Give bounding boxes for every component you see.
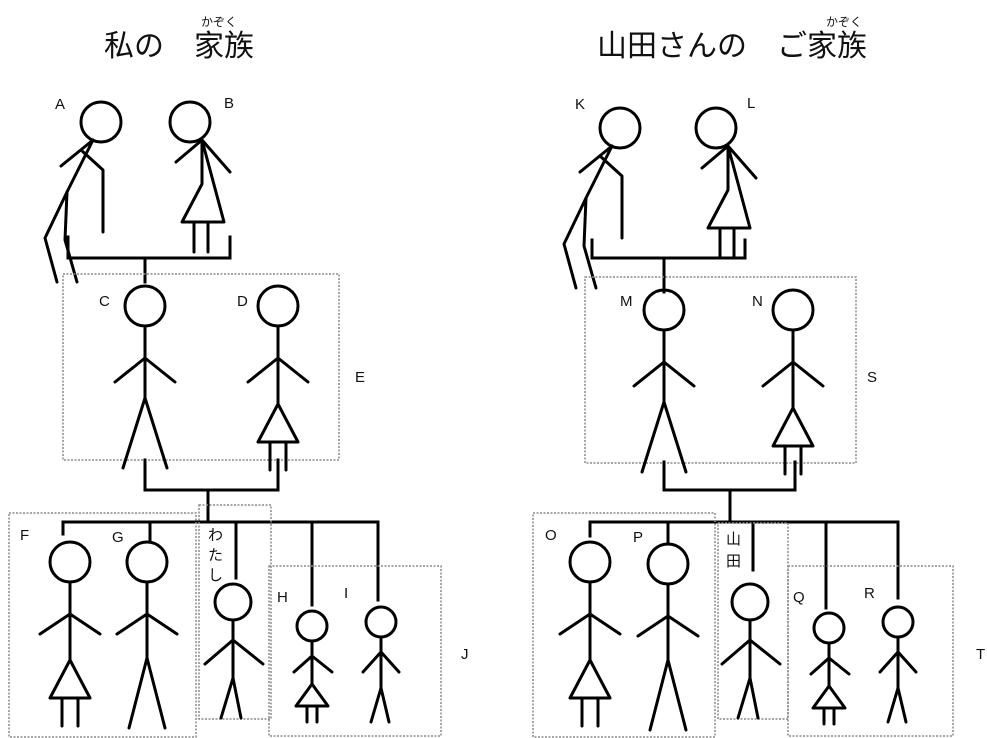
label-D: D <box>237 293 248 310</box>
label-C: C <box>99 293 110 310</box>
connector-grandparents <box>66 235 232 284</box>
right-title: 山田さんの ご家族 <box>597 29 867 64</box>
label-P: P <box>633 529 643 546</box>
group-J-box <box>268 565 442 737</box>
label-Q: Q <box>793 589 805 606</box>
group-E-box <box>62 273 340 461</box>
person-L-grandmother <box>694 106 758 260</box>
group-older-siblings-box-right <box>532 512 716 738</box>
label-I: I <box>344 585 348 602</box>
person-M-father <box>632 288 696 474</box>
left-family: 私の 家族 かぞく A B E C D J F G わ た し H I <box>8 15 469 738</box>
connector-parents-children <box>61 458 380 607</box>
label-R: R <box>864 585 875 602</box>
person-yamada <box>720 582 782 720</box>
svg-text:田: 田 <box>726 552 741 570</box>
person-B-grandmother <box>168 100 232 254</box>
person-A-grandfather <box>43 100 123 284</box>
label-H: H <box>277 589 288 606</box>
connector-grandparents-right <box>590 238 747 294</box>
left-title: 私の 家族 <box>104 29 254 64</box>
person-N-mother <box>761 288 825 476</box>
person-Q-younger-sister <box>809 611 851 726</box>
label-G: G <box>112 529 124 546</box>
group-S-box <box>584 276 857 464</box>
label-E: E <box>355 369 365 386</box>
person-self-watashi <box>203 582 265 720</box>
person-F-sister <box>38 540 102 728</box>
label-J: J <box>461 646 469 663</box>
group-T-box <box>787 565 954 737</box>
connector-parents-children-right <box>588 460 900 610</box>
label-A: A <box>55 96 65 113</box>
right-family: 山田さんの ご家族 かぞく K L S M N T O P 山 田 Q R <box>532 15 985 738</box>
svg-text:し: し <box>208 566 223 584</box>
person-G-brother <box>115 540 179 730</box>
svg-text:山: 山 <box>726 530 741 548</box>
label-O: O <box>545 527 557 544</box>
person-O-sister <box>558 540 622 728</box>
person-R-younger-brother <box>878 605 918 724</box>
label-T: T <box>976 646 985 663</box>
label-B: B <box>224 95 234 112</box>
label-M: M <box>620 293 633 310</box>
person-I-younger-brother <box>361 605 401 724</box>
group-self-box <box>198 504 272 720</box>
person-C-father <box>113 284 177 470</box>
label-N: N <box>752 293 763 310</box>
svg-text:わ: わ <box>208 526 223 544</box>
label-K: K <box>575 96 585 113</box>
self-label-yamada: 山 田 <box>726 530 741 570</box>
person-D-mother <box>246 284 310 472</box>
left-title-ruby: かぞく <box>201 15 237 29</box>
group-older-siblings-box <box>8 512 197 738</box>
right-title-ruby: かぞく <box>826 15 862 29</box>
self-label-watashi: わ た し <box>208 526 223 584</box>
label-L: L <box>747 95 755 112</box>
person-H-younger-sister <box>292 609 334 724</box>
group-yamada-box <box>717 522 789 720</box>
label-F: F <box>20 527 29 544</box>
svg-text:た: た <box>208 546 223 564</box>
label-S: S <box>867 369 877 386</box>
person-P-brother <box>636 542 700 732</box>
person-K-grandfather <box>562 106 642 290</box>
